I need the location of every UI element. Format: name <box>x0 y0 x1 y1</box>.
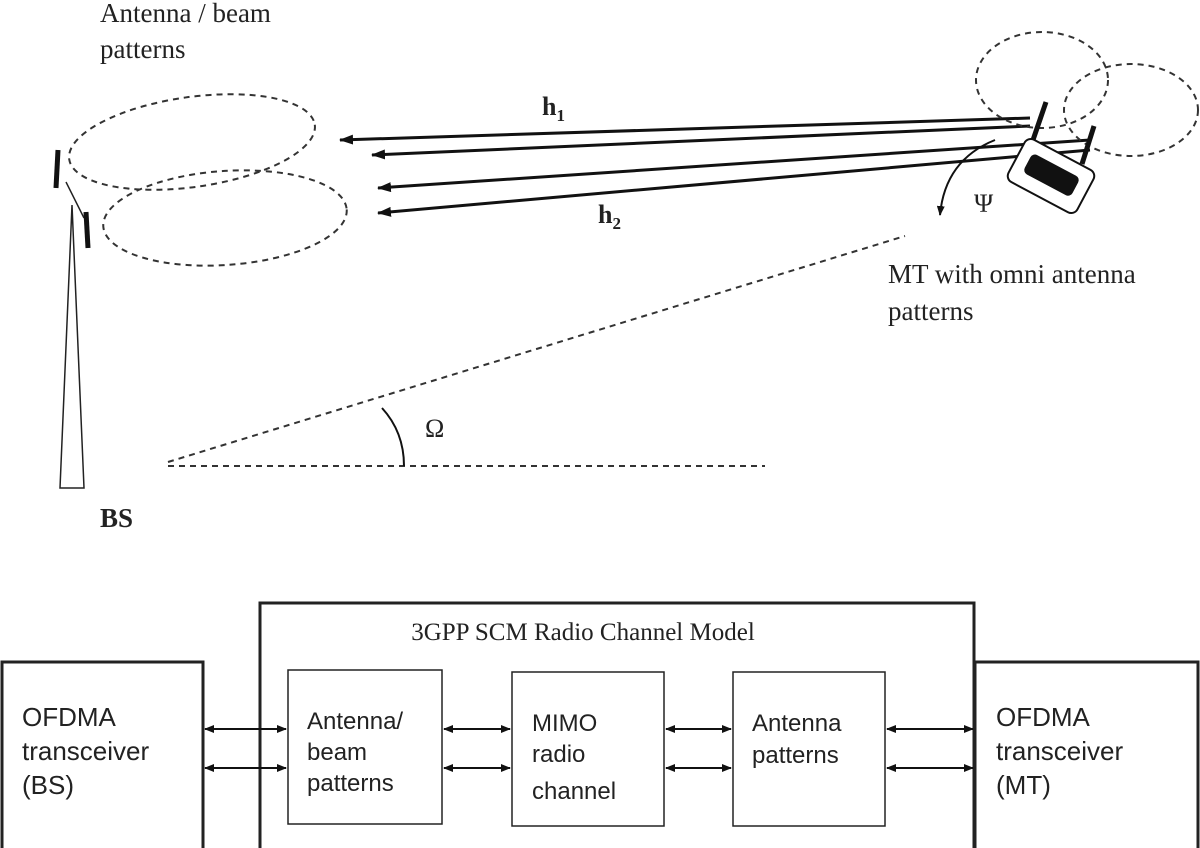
beam-label-line1: Antenna / beam <box>100 0 271 28</box>
scene: Antenna / beam patterns BS h1 h2 <box>53 0 1199 533</box>
ray-h2-a <box>377 138 1091 193</box>
bs-transceiver-text: OFDMA transceiver (BS) <box>22 702 156 800</box>
omega-label: Ω <box>425 414 444 443</box>
antenna-beam-text: Antenna/ beam patterns <box>307 708 410 797</box>
mt-device <box>1006 101 1097 215</box>
block-diagram: 3GPP SCM Radio Channel Model OFDMA trans… <box>0 601 1200 848</box>
connectors <box>204 725 974 772</box>
bs-transceiver-block <box>0 660 205 848</box>
ray-h2-b <box>377 148 1091 217</box>
mt-omni-pattern-2 <box>1063 63 1199 157</box>
bs-antenna-element-2 <box>83 211 91 249</box>
antenna-patterns-text: Antenna patterns <box>752 710 848 769</box>
bs-antenna-element-1 <box>53 149 61 189</box>
mt-antenna-element-2 <box>1079 125 1097 165</box>
bs-beam-pattern-lower <box>102 169 348 267</box>
antenna-beam-block <box>287 669 443 825</box>
bs-beam-pattern-upper <box>68 93 316 191</box>
ray-h1-b <box>371 124 1031 160</box>
antenna-patterns-block <box>732 671 886 827</box>
mt-transceiver-text: OFDMA transceiver (MT) <box>996 702 1130 800</box>
mimo-channel-block <box>511 671 665 827</box>
mimo-channel-text: MIMO radio channel <box>532 710 616 805</box>
bs-label: BS <box>100 503 133 533</box>
mt-label-line1: MT with omni antenna <box>888 259 1136 289</box>
scm-model-title: 3GPP SCM Radio Channel Model <box>411 619 755 646</box>
psi-label: Ψ <box>974 189 994 218</box>
rotation-arrow <box>936 139 996 216</box>
ray-h1-a <box>339 116 1031 145</box>
mt-label-line2: patterns <box>888 296 973 326</box>
mt-omni-pattern-1 <box>975 31 1109 129</box>
mt-transceiver-block <box>973 660 1200 848</box>
h1-label: h1 <box>542 92 565 125</box>
mt-antenna-element-1 <box>1030 101 1049 141</box>
beam-label-line2: patterns <box>100 34 185 64</box>
bs-tower <box>53 149 91 489</box>
elevation-line <box>167 235 906 463</box>
omega-arc <box>381 407 405 467</box>
h2-label: h2 <box>598 200 621 233</box>
